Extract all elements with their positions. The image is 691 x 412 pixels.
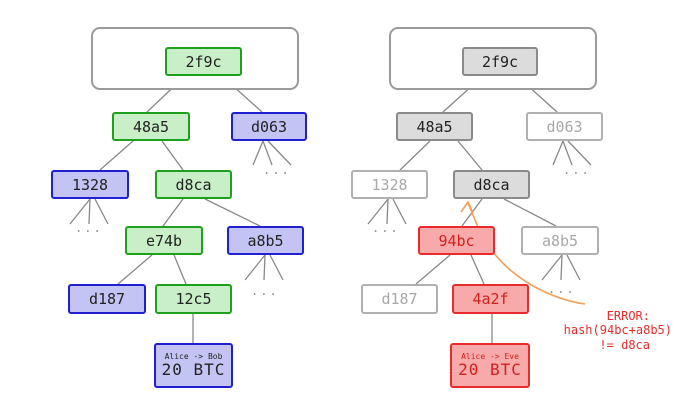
right-transaction-parties: Alice -> Eve [461,351,519,361]
edge-right-48a5-1328 [399,140,431,171]
right-ellipsis-1328: ... [372,221,400,235]
left-transaction-parties: Alice -> Bob [164,351,223,361]
error-expression: hash(94bc+a8b5) [563,323,672,338]
error-message: ERROR: hash(94bc+a8b5) != d8ca [540,309,672,352]
right-node-4a2f: 4a2f [452,284,529,314]
right-transaction-amount: 20 BTC [458,359,522,379]
error-arrowhead [460,200,474,214]
right-node-d187: d187 [361,284,438,314]
edge-left-d8ca-a8b5 [204,198,261,227]
left-node-a8b5: a8b5 [227,226,304,255]
right-node-94bc: 94bc [418,226,495,255]
left-transaction: Alice -> Bob 20 BTC [154,343,233,388]
right-transaction: Alice -> Eve 20 BTC [450,343,530,388]
right-node-d8ca: d8ca [453,170,530,199]
left-root-hash: 2f9c [165,47,242,76]
edge-left-e74b-12c5 [173,254,187,285]
edge-left-48a5-1328 [99,140,134,171]
left-node-d063: d063 [231,112,307,141]
right-node-a8b5: a8b5 [521,226,599,255]
right-node-1328: 1328 [351,170,428,199]
left-node-48a5: 48a5 [112,112,190,141]
right-node-48a5: 48a5 [396,112,473,141]
right-node-d063: d063 [526,112,603,141]
edge-right-48a5-d8ca [457,140,483,171]
right-block-header [389,27,597,90]
left-node-1328: 1328 [51,170,129,199]
left-node-d187: d187 [68,284,146,314]
left-node-d8ca: d8ca [155,170,232,199]
left-transaction-amount: 20 BTC [161,359,226,379]
left-node-e74b: e74b [125,226,203,255]
edge-left-d8ca-e74b [162,198,184,227]
edge-right-94bc-d187 [415,254,451,285]
right-ellipsis-d063: ... [563,163,591,177]
error-title: ERROR: [606,309,650,323]
left-node-12c5: 12c5 [155,284,232,314]
edge-left-48a5-d8ca [161,140,184,171]
right-root-hash: 2f9c [462,47,538,76]
right-ellipsis-a8b5: ... [548,282,576,296]
error-mismatch: != d8ca [599,337,650,352]
edge-left-e74b-d187 [117,254,153,285]
edge-right-d8ca-a8b5 [503,198,557,227]
left-ellipsis-d063: ... [263,163,291,177]
left-ellipsis-1328: ... [75,221,103,235]
edge-right-94bc-4a2f [470,254,485,285]
left-ellipsis-a8b5: ... [251,284,279,298]
